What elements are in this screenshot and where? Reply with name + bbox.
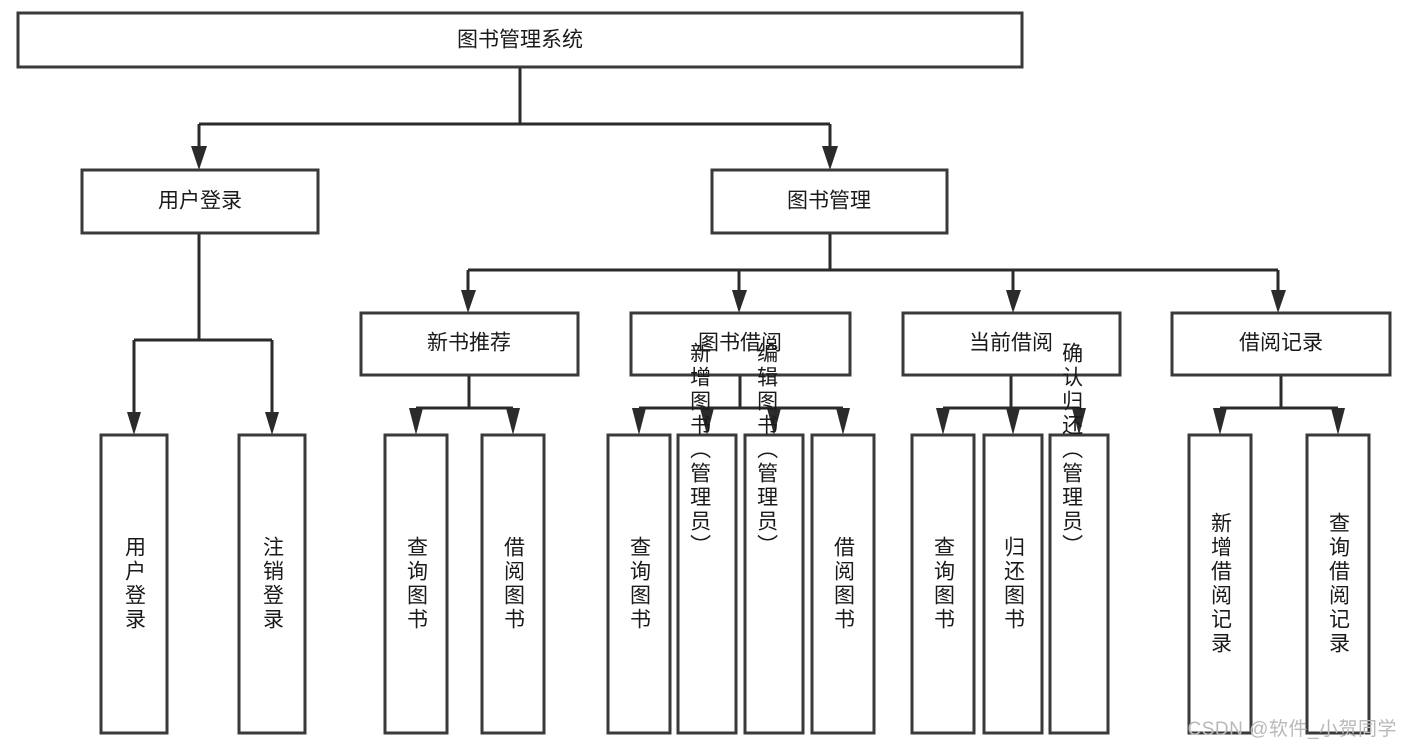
arrow-to-book-mgmt [822, 146, 838, 170]
arrow-to-leaf-confirm-return [1072, 408, 1086, 435]
leaf-query-record[interactable]: 查询借阅记录 [1305, 433, 1371, 735]
leaf-query-book-2-label: 查询图书 [628, 536, 652, 632]
arrow-to-leaf-query-record [1331, 408, 1345, 435]
connector-layer [127, 67, 1345, 435]
arrow-to-leaf-query-book-3 [936, 408, 950, 435]
node-borrow-record-box[interactable] [1170, 311, 1392, 377]
arrow-to-newbook [461, 290, 476, 313]
node-current-borrow-label: 当前借阅 [969, 332, 1053, 355]
leaf-confirm-return[interactable]: 确认归还（管理员） [1048, 342, 1110, 735]
arrow-to-leaf-borrow-book-1 [506, 408, 520, 435]
arrow-to-leaf-query-book-2 [632, 408, 646, 435]
node-borrow-record[interactable]: 借阅记录 [1170, 311, 1392, 377]
arrow-to-leaf-user-login [127, 412, 141, 435]
arrow-to-leaf-return-book [1006, 408, 1020, 435]
leaf-query-record-box[interactable] [1305, 433, 1371, 735]
leaf-query-book-3[interactable]: 查询图书 [910, 433, 976, 735]
arrow-to-current [1006, 290, 1021, 313]
node-user-login-box[interactable] [80, 168, 320, 235]
leaf-borrow-book-1-box[interactable] [480, 433, 546, 735]
leaf-confirm-return-label: 确认归还（管理员） [1060, 342, 1084, 558]
arrow-to-user-login [191, 146, 207, 170]
node-book-management-label: 图书管理 [787, 190, 871, 213]
leaf-borrow-book-1-label: 借阅图书 [502, 536, 526, 632]
arrow-to-borrow [732, 290, 747, 313]
leaf-query-book-2[interactable]: 查询图书 [606, 433, 672, 735]
node-current-borrow[interactable]: 当前借阅 [901, 311, 1122, 377]
leaf-borrow-book-2[interactable]: 借阅图书 [810, 433, 876, 735]
leaf-add-book-box[interactable] [676, 433, 738, 735]
leaf-return-book[interactable]: 归还图书 [982, 433, 1044, 735]
leaf-add-record-box[interactable] [1187, 433, 1253, 735]
leaf-add-book[interactable]: 新增图书（管理员） [676, 342, 738, 735]
leaf-query-book-3-label: 查询图书 [932, 536, 956, 632]
leaf-edit-book-box[interactable] [743, 433, 805, 735]
leaf-add-record[interactable]: 新增借阅记录 [1187, 433, 1253, 735]
node-root-label: 图书管理系统 [457, 29, 583, 52]
arrow-to-leaf-logout [265, 412, 279, 435]
leaf-logout[interactable]: 注销登录 [237, 433, 307, 735]
node-borrow-record-label: 借阅记录 [1239, 332, 1323, 355]
leaf-borrow-book-2-box[interactable] [810, 433, 876, 735]
leaf-add-book-label: 新增图书（管理员） [688, 342, 712, 558]
leaf-add-record-label: 新增借阅记录 [1209, 512, 1233, 656]
node-new-book-recommend-label: 新书推荐 [427, 332, 511, 355]
node-current-borrow-box[interactable] [901, 311, 1122, 377]
leaf-confirm-return-box[interactable] [1048, 433, 1110, 735]
leaf-user-login-label: 用户登录 [123, 536, 147, 632]
leaf-query-record-label: 查询借阅记录 [1327, 512, 1351, 656]
node-user-login-label: 用户登录 [158, 190, 242, 213]
node-new-book-recommend[interactable]: 新书推荐 [359, 311, 580, 377]
arrow-to-leaf-edit-book [767, 408, 781, 435]
node-root-box[interactable] [16, 11, 1024, 69]
arrow-to-leaf-add-book [700, 408, 714, 435]
node-user-login[interactable]: 用户登录 [80, 168, 320, 235]
leaf-return-book-label: 归还图书 [1002, 536, 1026, 632]
node-book-borrow-box[interactable] [629, 311, 852, 377]
leaf-return-book-box[interactable] [982, 433, 1044, 735]
leaf-query-book-1-label: 查询图书 [405, 536, 429, 632]
node-root[interactable]: 图书管理系统 [16, 11, 1024, 69]
node-book-borrow[interactable]: 图书借阅 [629, 311, 852, 377]
leaf-logout-label: 注销登录 [261, 536, 285, 632]
arrow-to-leaf-borrow-book-2 [836, 408, 850, 435]
arrow-to-leaf-query-book-1 [409, 408, 423, 435]
node-book-management[interactable]: 图书管理 [710, 168, 949, 235]
arrow-to-record [1271, 290, 1286, 313]
leaf-user-login-box[interactable] [99, 433, 169, 735]
leaf-edit-book[interactable]: 编辑图书（管理员） [743, 342, 805, 735]
leaf-edit-book-label: 编辑图书（管理员） [755, 342, 779, 558]
leaf-borrow-book-2-label: 借阅图书 [832, 536, 856, 632]
leaf-query-book-1[interactable]: 查询图书 [383, 433, 449, 735]
arrow-to-leaf-add-record [1213, 408, 1227, 435]
leaf-logout-box[interactable] [237, 433, 307, 735]
leaf-user-login[interactable]: 用户登录 [99, 433, 169, 735]
node-new-book-recommend-box[interactable] [359, 311, 580, 377]
leaf-query-book-3-box[interactable] [910, 433, 976, 735]
leaf-query-book-1-box[interactable] [383, 433, 449, 735]
node-book-management-box[interactable] [710, 168, 949, 235]
node-book-borrow-label: 图书借阅 [698, 332, 782, 355]
leaf-borrow-book-1[interactable]: 借阅图书 [480, 433, 546, 735]
leaf-query-book-2-box[interactable] [606, 433, 672, 735]
